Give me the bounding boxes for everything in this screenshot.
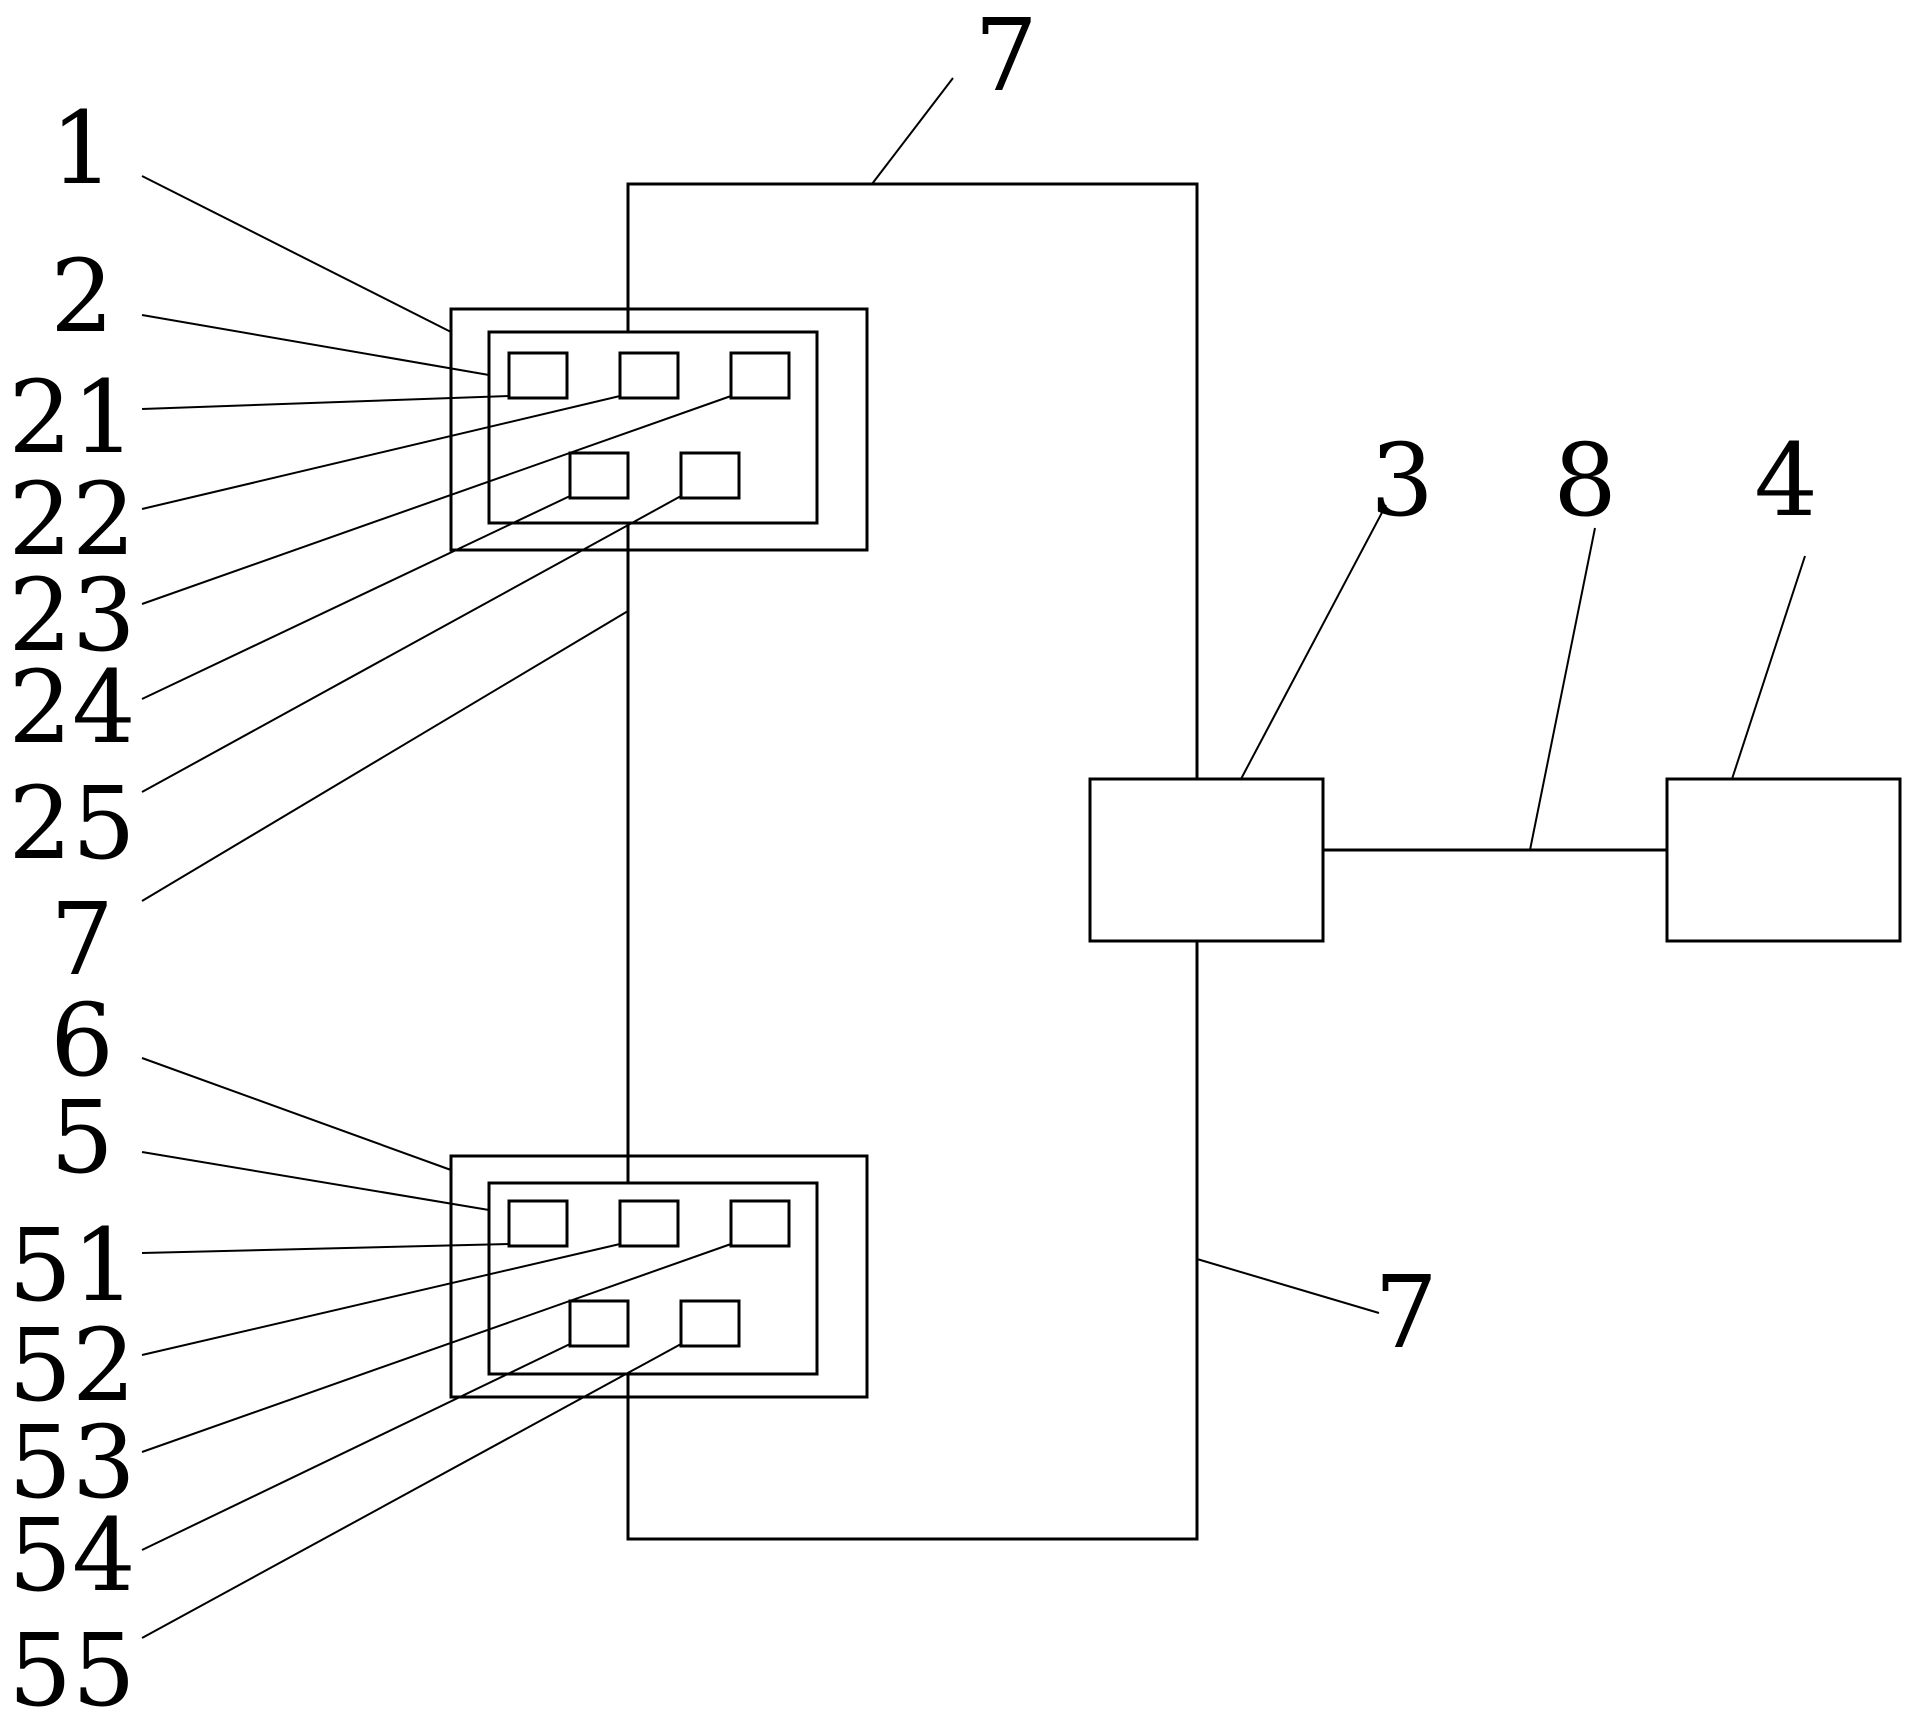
reference-numerals: 7 1 2 21 22 23 24 25 7 6 5 51 52 53 54 5… <box>8 0 1817 1724</box>
component-54 <box>568 1299 630 1348</box>
label-51: 51 <box>8 1207 135 1324</box>
component-24 <box>568 451 630 500</box>
module-housing-1 <box>449 307 869 552</box>
component-51 <box>507 1199 569 1248</box>
leader-top-7 <box>871 77 954 185</box>
label-8: 8 <box>1553 422 1617 539</box>
leader-3 <box>1240 504 1387 780</box>
label-21: 21 <box>8 359 135 476</box>
label-54: 54 <box>8 1497 135 1614</box>
label-3: 3 <box>1370 422 1434 539</box>
component-52 <box>618 1199 680 1248</box>
leader-51 <box>141 1243 510 1254</box>
leader-lines <box>141 77 1806 1639</box>
leader-1 <box>141 175 452 333</box>
label-55: 55 <box>8 1612 135 1724</box>
terminal-box-4 <box>1665 777 1902 943</box>
leader-5 <box>141 1151 490 1211</box>
label-left-7: 7 <box>50 881 114 998</box>
leader-52 <box>141 1243 621 1356</box>
leader-23 <box>141 395 732 605</box>
leader-21 <box>141 395 510 410</box>
label-53: 53 <box>8 1404 135 1521</box>
controller-box-3 <box>1088 777 1325 943</box>
lower-module-6 <box>449 1154 869 1399</box>
leader-6 <box>141 1057 452 1171</box>
leader-22 <box>141 395 621 510</box>
leader-53 <box>141 1243 732 1453</box>
component-53 <box>729 1199 791 1248</box>
label-24: 24 <box>8 649 135 766</box>
label-1: 1 <box>50 90 114 207</box>
label-4: 4 <box>1754 422 1818 539</box>
label-23: 23 <box>8 557 135 674</box>
label-22: 22 <box>8 461 135 578</box>
leader-25 <box>141 495 682 793</box>
label-2: 2 <box>50 238 114 355</box>
leader-24 <box>141 495 571 700</box>
leader-left-7 <box>141 610 629 902</box>
leader-4 <box>1731 555 1806 780</box>
panel-5 <box>487 1181 819 1376</box>
leader-2 <box>141 314 490 376</box>
label-6: 6 <box>50 982 114 1099</box>
upper-module-1 <box>449 307 869 552</box>
label-52: 52 <box>8 1307 135 1424</box>
leader-bottom-7 <box>1196 1258 1380 1314</box>
component-23 <box>729 351 791 400</box>
component-25 <box>679 451 741 500</box>
label-25: 25 <box>8 765 135 882</box>
module-housing-6 <box>449 1154 869 1399</box>
label-bottom-7: 7 <box>1374 1254 1438 1371</box>
leader-54 <box>141 1343 571 1551</box>
leader-8 <box>1529 527 1596 851</box>
component-22 <box>618 351 680 400</box>
leader-55 <box>141 1343 682 1639</box>
component-55 <box>679 1299 741 1348</box>
component-21 <box>507 351 569 400</box>
label-5: 5 <box>50 1079 114 1196</box>
label-top-7: 7 <box>974 0 1038 114</box>
